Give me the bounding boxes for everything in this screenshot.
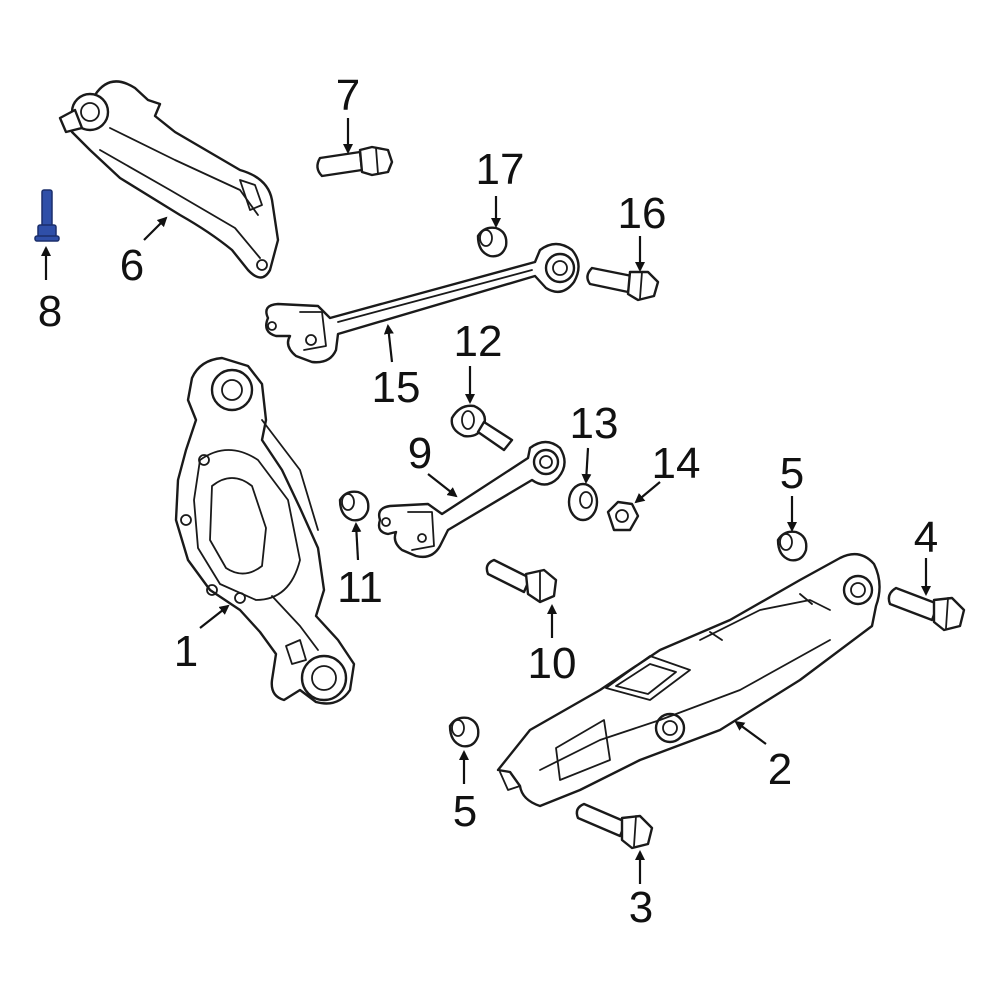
part-3-bolt[interactable] [575,802,654,850]
callout-5-lower: 5 [453,787,477,836]
leader-15 [383,324,394,363]
callout-8: 8 [38,287,62,336]
part-7-bolt[interactable] [316,145,394,178]
part-12-adjusting-bolt[interactable] [450,404,514,452]
part-11-nut[interactable] [338,490,370,522]
part-17-nut[interactable] [476,226,508,258]
part-8-bolt-highlighted[interactable] [34,189,60,242]
callout-6: 6 [120,241,144,290]
part-13-washer[interactable] [567,482,599,522]
part-2-lower-control-arm[interactable] [496,552,881,808]
callout-16: 16 [618,189,667,238]
leader-1 [199,604,230,629]
part-16-bolt[interactable] [586,266,660,302]
callout-15: 15 [372,363,421,412]
callout-3: 3 [629,883,653,932]
part-9-toe-link[interactable] [377,440,566,559]
callout-11: 11 [337,563,383,612]
leader-6 [143,216,168,241]
part-4-bolt[interactable] [887,586,966,632]
callout-4: 4 [914,513,938,562]
part-5-nut-upper[interactable] [776,530,808,562]
callout-1: 1 [174,627,198,676]
leader-9 [427,473,458,498]
leader-11 [351,522,362,561]
part-5-nut-lower[interactable] [448,716,480,748]
leader-13 [581,447,592,484]
leader-14 [634,481,661,504]
part-14-nut[interactable] [606,500,640,532]
part-1-knuckle[interactable] [174,356,356,705]
callout-5-upper: 5 [780,449,804,498]
callout-12: 12 [454,317,503,366]
callout-2: 2 [768,745,792,794]
part-15-lateral-link[interactable] [265,242,580,364]
callout-14: 14 [652,439,701,488]
callout-10: 10 [528,639,577,688]
leader-lines [41,118,931,884]
callout-7: 7 [336,71,360,120]
part-6-upper-control-arm[interactable] [58,80,280,279]
leader-2 [734,720,767,745]
callout-17: 17 [476,145,525,194]
callout-13: 13 [570,399,619,448]
part-10-bolt[interactable] [485,558,558,604]
callout-9: 9 [408,429,432,478]
callout-labels: 1 2 3 4 5 5 6 7 8 9 10 11 12 13 14 15 16… [38,71,938,932]
